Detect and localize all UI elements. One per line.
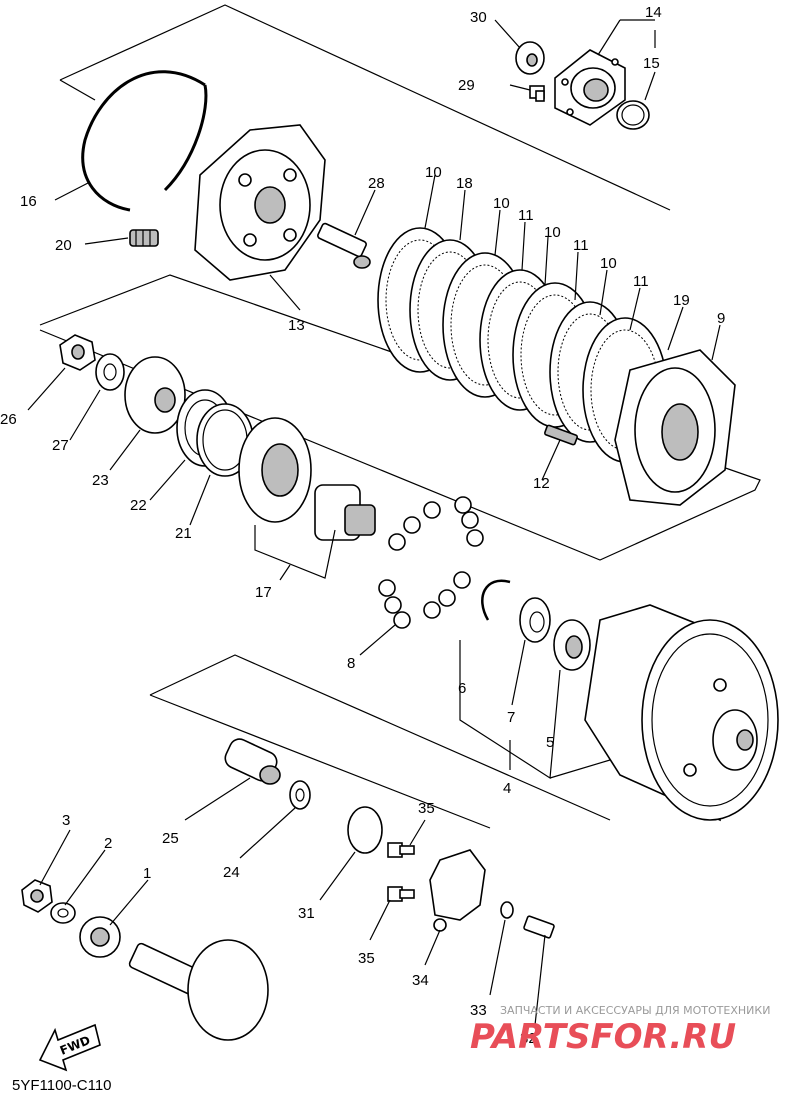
clutch-plate-stack (377, 227, 668, 463)
callout-11-a: 11 (518, 207, 534, 224)
drawing-code: 5YF1100-C110 (12, 1077, 112, 1094)
fwd-arrow-icon: FWD (38, 1023, 101, 1072)
callout-25: 25 (162, 830, 179, 847)
part-lock-washer (95, 353, 125, 391)
part-primary-drive-gear (238, 417, 376, 541)
callout-7: 7 (507, 709, 515, 726)
part-screw-lower (387, 886, 415, 902)
part-pressure-plate (194, 124, 326, 281)
callout-10-a: 10 (425, 164, 442, 181)
part-plate-bolt (544, 424, 578, 446)
callout-32: 32 (520, 1030, 537, 1047)
callout-5: 5 (546, 734, 554, 751)
callout-22: 22 (130, 497, 147, 514)
callout-35-b: 35 (358, 950, 375, 967)
assembly-frame-middle (39, 274, 761, 561)
callout-1: 1 (143, 865, 151, 882)
callout-6: 6 (458, 680, 466, 697)
callout-16: 16 (20, 193, 37, 210)
callout-10-d: 10 (600, 255, 617, 272)
callout-29: 29 (458, 77, 475, 94)
part-gear-1 (79, 916, 121, 958)
callout-30: 30 (470, 9, 487, 26)
callout-12: 12 (533, 475, 550, 492)
callout-26: 26 (0, 411, 17, 428)
part-shaft (128, 939, 269, 1041)
part-pinion (224, 738, 281, 785)
part-spring (129, 229, 159, 247)
part-lock-nut (59, 334, 96, 371)
part-steel-balls (378, 496, 484, 629)
part-washer-24 (289, 780, 311, 810)
callout-35-a: 35 (418, 800, 435, 817)
callout-34: 34 (412, 972, 429, 989)
part-screw-upper (387, 842, 415, 858)
callout-20: 20 (55, 237, 72, 254)
callout-9: 9 (717, 310, 725, 327)
part-bolt-32 (523, 915, 555, 939)
leader-lines (27, 19, 721, 1026)
part-plug (347, 806, 383, 854)
callout-23: 23 (92, 472, 109, 489)
callout-4: 4 (503, 780, 511, 797)
part-small-bolt (529, 85, 545, 102)
part-clutch-housing (584, 604, 779, 822)
callout-24: 24 (223, 864, 240, 881)
callout-10-c: 10 (544, 224, 561, 241)
callout-17: 17 (255, 584, 272, 601)
part-washer-2 (50, 902, 76, 924)
part-large-circlip (81, 70, 208, 212)
callout-11-b: 11 (573, 237, 589, 254)
part-clutch-boss (124, 356, 186, 434)
callout-33: 33 (470, 1002, 487, 1019)
callout-21: 21 (175, 525, 192, 542)
callout-31: 31 (298, 905, 315, 922)
callout-8: 8 (347, 655, 355, 672)
part-nut (515, 41, 545, 75)
part-bearing-flange (554, 49, 626, 126)
callout-2: 2 (104, 835, 112, 852)
part-thrust-washer (519, 597, 551, 643)
part-nut-3 (21, 879, 53, 913)
part-washer-33 (500, 901, 514, 919)
part-push-rod (317, 222, 371, 269)
watermark-tagline: ЗАПЧАСТИ И АКСЕССУАРЫ ДЛЯ МОТОТЕХНИКИ (500, 1004, 770, 1017)
callout-labels: 1 2 3 4 5 6 7 8 9 10 10 10 10 11 11 11 1… (0, 4, 725, 1047)
callout-28: 28 (368, 175, 385, 192)
part-push-lever (429, 849, 486, 932)
callout-14: 14 (645, 4, 662, 21)
part-clutch-boss-plate (614, 349, 736, 506)
callout-3: 3 (62, 812, 70, 829)
site-watermark: ЗАПЧАСТИ И АКСЕССУАРЫ ДЛЯ МОТОТЕХНИКИ PA… (470, 1004, 770, 1057)
callout-15: 15 (643, 55, 660, 72)
assembly-frame-upper (59, 4, 671, 211)
assembly-frame-lower (149, 654, 611, 829)
callout-27: 27 (52, 437, 69, 454)
watermark-logo: PARTSFOR.RU (470, 1017, 736, 1057)
callout-18: 18 (456, 175, 473, 192)
callout-13: 13 (288, 317, 305, 334)
callout-19: 19 (673, 292, 690, 309)
callout-10-b: 10 (493, 195, 510, 212)
part-bearing (553, 619, 591, 671)
part-circlip-small (616, 100, 650, 130)
part-circlip-hub (481, 579, 511, 621)
callout-11-c: 11 (633, 273, 649, 290)
